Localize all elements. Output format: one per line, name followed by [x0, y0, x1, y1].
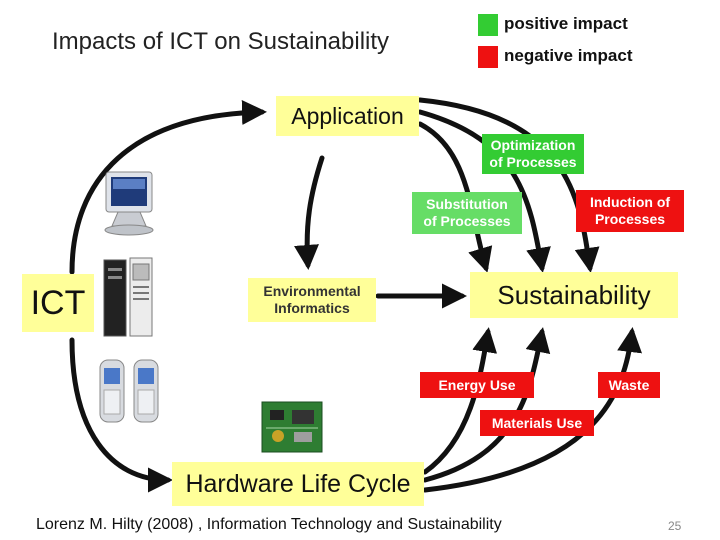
arrow-ict-to-hardware — [69, 337, 173, 493]
arrow-hardware-energy — [422, 327, 498, 475]
monitor-icon — [104, 171, 154, 236]
environmental-line-2: Informatics — [274, 300, 350, 316]
arrow-application-optimization — [417, 109, 551, 273]
legend-negative-swatch — [478, 46, 498, 68]
mobile-phone-icon — [99, 359, 159, 423]
node-induction-of-processes: Induction of Processes — [576, 190, 684, 232]
footer-citation: Lorenz M. Hilty (2008) , Information Tec… — [36, 516, 502, 533]
substitution-line-2: of Processes — [423, 213, 511, 229]
node-substitution-of-processes: Substitution of Processes — [412, 192, 522, 234]
node-environmental-informatics: Environmental Informatics — [248, 278, 376, 322]
environmental-line-1: Environmental — [263, 283, 361, 299]
induction-line-1: Induction of — [589, 194, 671, 210]
arrow-application-substitution — [417, 121, 493, 273]
legend-positive-swatch — [478, 14, 498, 36]
node-waste: Waste — [598, 372, 660, 398]
optimization-line-2: of Processes — [489, 154, 577, 170]
page-number: 25 — [668, 519, 682, 533]
computer-tower-icon — [103, 257, 153, 337]
node-optimization-of-processes: Optimization of Processes — [482, 134, 584, 174]
node-materials-use: Materials Use — [480, 410, 594, 436]
arrow-application-to-environmental — [294, 155, 325, 270]
legend-positive-label: positive impact — [504, 14, 628, 33]
node-energy-use: Energy Use — [420, 372, 534, 398]
node-hardware-life-cycle: Hardware Life Cycle — [172, 462, 424, 506]
induction-line-2: Processes — [594, 211, 666, 227]
node-application: Application — [276, 96, 419, 136]
substitution-line-1: Substitution — [426, 196, 508, 212]
optimization-line-1: Optimization — [490, 137, 576, 153]
arrow-ict-to-application — [69, 99, 267, 275]
legend-negative-label: negative impact — [504, 46, 633, 65]
page-title: Impacts of ICT on Sustainability — [52, 28, 390, 55]
node-ict: ICT — [22, 274, 94, 332]
circuit-board-icon — [261, 401, 323, 453]
arrow-application-induction — [417, 97, 600, 273]
node-sustainability: Sustainability — [470, 272, 678, 318]
